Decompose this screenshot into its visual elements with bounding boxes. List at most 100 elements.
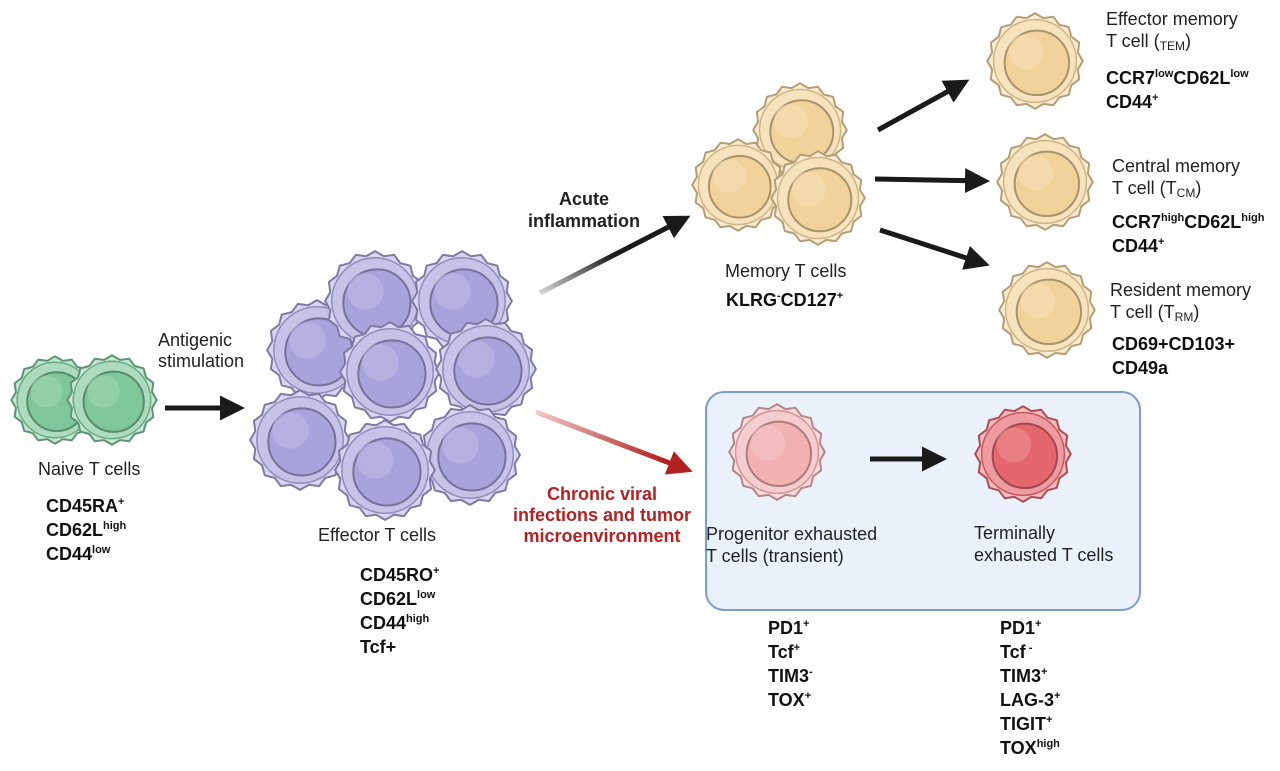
effector-label: Effector T cells [318, 525, 437, 545]
terminal-marker-6-sup: high [1036, 738, 1060, 750]
naive-marker-3-sup: low [92, 544, 111, 556]
memory-marker-a: KLRG [726, 290, 777, 310]
tcm-m2: CD44 [1112, 236, 1159, 256]
memory-cell-3 [770, 150, 866, 246]
terminal-marker-4-sup: + [1054, 690, 1061, 702]
effector-marker-3: CD44 [360, 613, 407, 633]
chronic-label: Chronic viral infections and tumor micro… [502, 484, 702, 547]
chronic-line-3: microenvironment [523, 526, 681, 546]
tem-close: ) [1185, 31, 1192, 51]
trm-m1: CD69+CD103+ [1112, 334, 1236, 354]
effector-cell-8 [334, 419, 436, 521]
antigenic-stimulation-label: Antigenic stimulation [158, 330, 244, 372]
effector-marker-3-sup: high [406, 613, 430, 625]
progenitor-marker-2-sup: + [793, 642, 801, 654]
arrow-acute [538, 215, 691, 296]
effector-cell-4 [249, 389, 351, 491]
tem-line-1: Effector memory [1106, 9, 1238, 29]
effector-markers: CD45RO+ CD62Llow CD44high Tcf+ [360, 563, 439, 659]
naive-markers: CD45RA+ CD62Lhigh CD44low [46, 494, 126, 566]
naive-marker-2-sup: high [103, 520, 127, 532]
progenitor-label: Progenitor exhausted T cells (transient) [706, 523, 877, 567]
arrow-chronic [535, 409, 693, 475]
terminal-marker-1-sup: + [1035, 618, 1042, 630]
tem-markers: CCR7lowCD62Llow CD44+ [1106, 66, 1249, 114]
arrow-to-tcm [874, 168, 990, 194]
memory-marker-b: CD127 [780, 290, 837, 310]
terminal-cell [974, 405, 1072, 503]
progenitor-marker-4-sup: + [804, 690, 812, 702]
arrow-to-trm [879, 227, 990, 270]
effector-marker-1-sup: + [433, 565, 440, 577]
terminal-marker-5-sup: + [1046, 714, 1053, 726]
tcm-line-2: T cell (T [1112, 178, 1177, 198]
tcm-m1b-sup: high [1241, 212, 1265, 224]
tem-m2-sup: + [1152, 92, 1159, 104]
naive-marker-3: CD44 [46, 544, 93, 564]
tem-m1a-sup: low [1155, 68, 1174, 80]
acute-line-1: Acute [558, 189, 609, 209]
trm-close: ) [1193, 302, 1200, 322]
terminal-label: Terminally exhausted T cells [974, 522, 1113, 566]
effector-marker-1: CD45RO [360, 565, 434, 585]
terminal-line-1: Terminally [974, 523, 1056, 543]
tem-m1b-sup: low [1230, 68, 1249, 80]
effector-marker-4: Tcf+ [360, 637, 397, 657]
tem-label: Effector memory T cell (TEM) [1106, 8, 1238, 57]
chronic-line-1: Chronic viral [546, 484, 658, 504]
progenitor-marker-1: PD1 [768, 618, 804, 638]
progenitor-line-1: Progenitor exhausted [706, 524, 878, 544]
terminal-marker-4: LAG-3 [1000, 690, 1054, 710]
trm-line-1: Resident memory [1110, 280, 1252, 300]
tcm-m1a: CCR7 [1112, 212, 1162, 232]
acute-line-2: inflammation [527, 211, 640, 231]
tcm-line-1: Central memory [1112, 156, 1241, 176]
effector-marker-2: CD62L [360, 589, 418, 609]
tcm-cell [996, 133, 1094, 231]
antigenic-line-1: Antigenic [158, 330, 233, 350]
effector-cell-3 [411, 250, 513, 352]
terminal-marker-2-sup: - [1025, 642, 1033, 654]
memory-marker-a-sup: - [777, 290, 781, 302]
tem-cell [986, 12, 1084, 110]
chronic-line-2: infections and tumor [512, 505, 691, 525]
tem-m1b: CD62L [1173, 68, 1231, 88]
terminal-marker-6: TOX [1000, 738, 1037, 758]
acute-inflammation-label: Acute inflammation [524, 188, 644, 232]
effector-cell-6 [435, 318, 537, 420]
terminal-marker-1: PD1 [1000, 618, 1036, 638]
effector-marker-2-sup: low [417, 589, 436, 601]
trm-line-2: T cell (T [1110, 302, 1175, 322]
tcm-markers: CCR7highCD62Lhigh CD44+ [1112, 210, 1264, 258]
effector-cell-5 [339, 321, 441, 423]
memory-label: Memory T cells [725, 261, 847, 281]
trm-sub: RM [1174, 310, 1194, 324]
tcm-label: Central memory T cell (TCM) [1112, 155, 1240, 204]
terminal-marker-5: TIGIT [1000, 714, 1046, 734]
progenitor-markers: PD1+ Tcf+ TIM3- TOX+ [768, 616, 813, 712]
progenitor-cell [728, 403, 826, 501]
antigenic-line-2: stimulation [158, 351, 245, 371]
naive-marker-2: CD62L [46, 520, 104, 540]
naive-label: Naive T cells [38, 459, 141, 479]
progenitor-marker-3-sup: - [809, 666, 813, 678]
progenitor-marker-3: TIM3 [768, 666, 810, 686]
tem-sub: TEM [1159, 39, 1186, 53]
naive-marker-1-sup: + [118, 496, 125, 508]
terminal-marker-3-sup: + [1041, 666, 1048, 678]
terminal-line-2: exhausted T cells [974, 545, 1114, 565]
tem-m2: CD44 [1106, 92, 1153, 112]
trm-m2: CD49a [1112, 358, 1169, 378]
trm-label: Resident memory T cell (TRM) [1110, 279, 1251, 328]
naive-cell-2 [66, 354, 158, 446]
tcm-close: ) [1195, 178, 1202, 198]
memory-marker-b-sup: + [836, 290, 844, 302]
terminal-markers: PD1+ Tcf - TIM3+ LAG-3+ TIGIT+ TOXhigh [1000, 616, 1060, 760]
progenitor-marker-4: TOX [768, 690, 805, 710]
arrow-to-tem [876, 79, 970, 133]
trm-markers: CD69+CD103+ CD49a [1112, 332, 1235, 380]
naive-marker-1: CD45RA [46, 496, 119, 516]
tcm-m1a-sup: high [1161, 212, 1185, 224]
effector-cell-7 [419, 404, 521, 506]
